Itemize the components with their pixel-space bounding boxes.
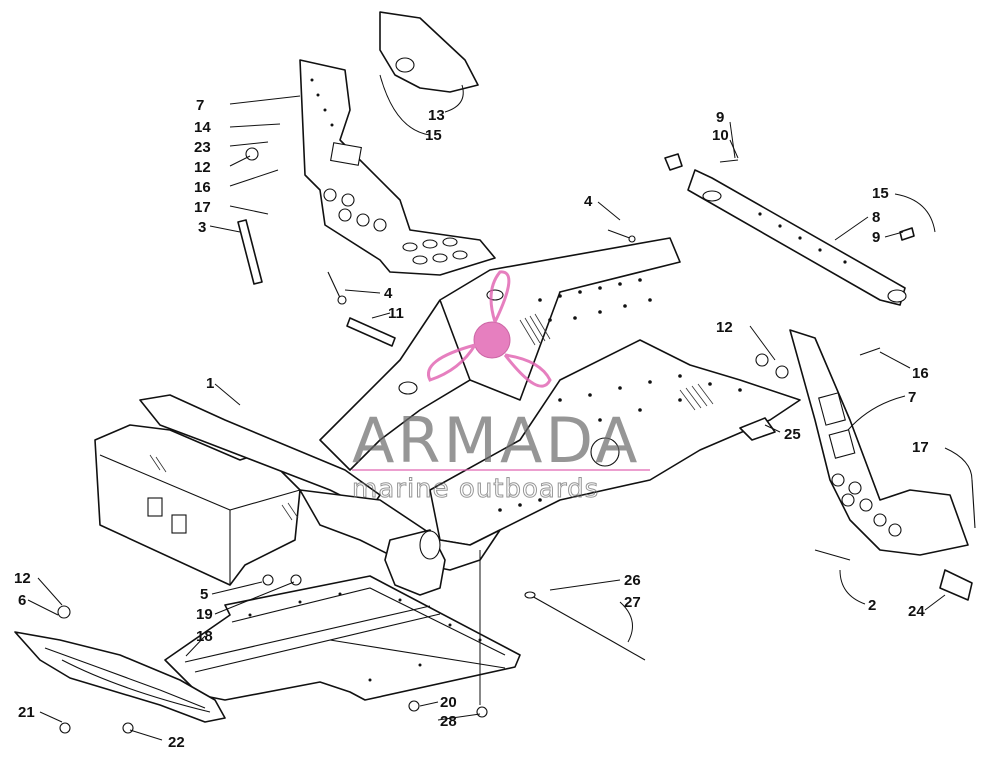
callout-4-upper: 4 [584,193,593,210]
steering-column-bar [664,153,915,306]
callout-2: 2 [868,597,876,614]
callout-labels: 13 7 14 15 23 12 16 17 3 4 11 4 9 10 15 … [14,97,929,751]
callout-21: 21 [18,704,35,721]
callout-8: 8 [872,209,880,226]
callout-6: 6 [18,592,26,609]
callout-16-upper: 16 [194,179,211,196]
watermark-tagline: marine outboards [352,474,599,504]
callout-19: 19 [196,606,213,623]
steering-post-bracket [299,59,496,276]
front-skid-plate [14,631,226,723]
callout-28: 28 [440,713,457,730]
callout-14: 14 [194,119,211,136]
callout-10: 10 [712,127,729,144]
callout-24: 24 [908,603,925,620]
callout-12-lower: 12 [14,570,31,587]
callout-5: 5 [200,586,208,603]
callout-12-upper: 12 [194,159,211,176]
callout-11: 11 [388,305,404,322]
callout-15-right: 15 [872,185,889,202]
callout-3: 3 [198,219,206,236]
callout-17-upper: 17 [194,199,211,216]
callout-13: 13 [428,107,445,124]
steering-cover [379,11,479,93]
main-chassis-frame [94,237,801,596]
callout-23: 23 [194,139,211,156]
armada-watermark: ARMADA marine outboards [352,270,650,505]
callout-4-left: 4 [384,285,393,302]
propeller-logo-icon [427,270,552,388]
leader-lines [27,74,973,741]
callout-17-right: 17 [912,439,929,456]
callout-15-upper: 15 [425,127,442,144]
callout-18: 18 [196,628,213,645]
right-front-bracket [739,329,969,556]
callout-7-lower: 7 [908,389,916,406]
callout-9-lower: 9 [872,229,880,246]
callout-7-upper: 7 [196,97,204,114]
callout-9-upper: 9 [716,109,724,126]
watermark-brand: ARMADA [352,404,640,477]
callout-22: 22 [168,734,185,751]
callout-12-right: 12 [716,319,733,336]
belly-pan [164,575,521,701]
callout-16-right: 16 [912,365,929,382]
callout-1: 1 [206,375,214,392]
callout-20: 20 [440,694,457,711]
callout-26: 26 [624,572,641,589]
callout-27: 27 [624,594,641,611]
callout-25: 25 [784,426,801,443]
